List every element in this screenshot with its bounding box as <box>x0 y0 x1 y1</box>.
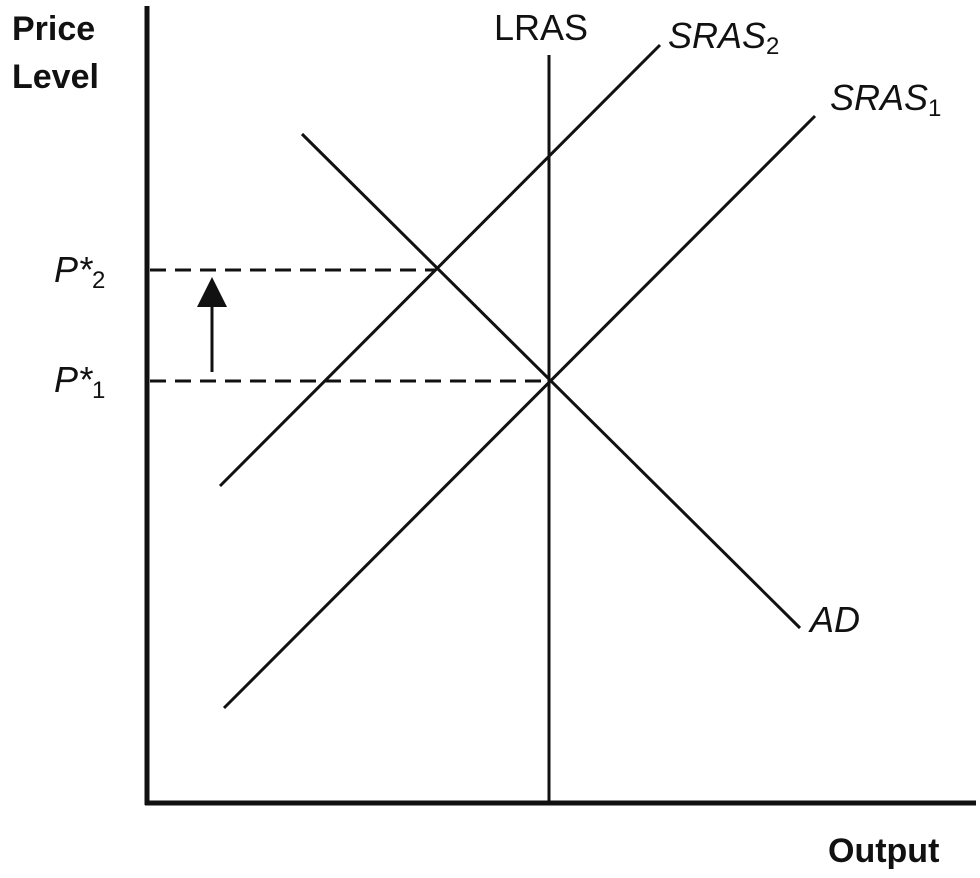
p2-label: P*2 <box>54 252 105 293</box>
sras2-label-base: SRAS <box>668 15 767 56</box>
sras1-label: SRAS1 <box>830 80 941 121</box>
sras1-line <box>222 114 817 710</box>
sras2-label: SRAS2 <box>668 18 779 59</box>
p1-label: P*1 <box>54 362 105 403</box>
p1-label-base: P* <box>54 359 93 400</box>
p1-label-sub: 1 <box>92 377 106 404</box>
x-axis-label: Output <box>828 832 940 870</box>
sras2-line <box>218 43 662 488</box>
ad-label: AD <box>810 599 861 640</box>
y-axis-label-line2: Level <box>12 58 99 96</box>
ad-line <box>300 132 802 630</box>
sras1-label-base: SRAS <box>830 77 929 118</box>
sras1-label-sub: 1 <box>928 95 942 122</box>
lras-label: LRAS <box>494 7 589 48</box>
sras2-label-sub: 2 <box>766 33 780 60</box>
y-axis-label-line1: Price <box>12 10 96 48</box>
p2-label-sub: 2 <box>92 267 106 294</box>
p2-label-base: P* <box>54 249 93 290</box>
